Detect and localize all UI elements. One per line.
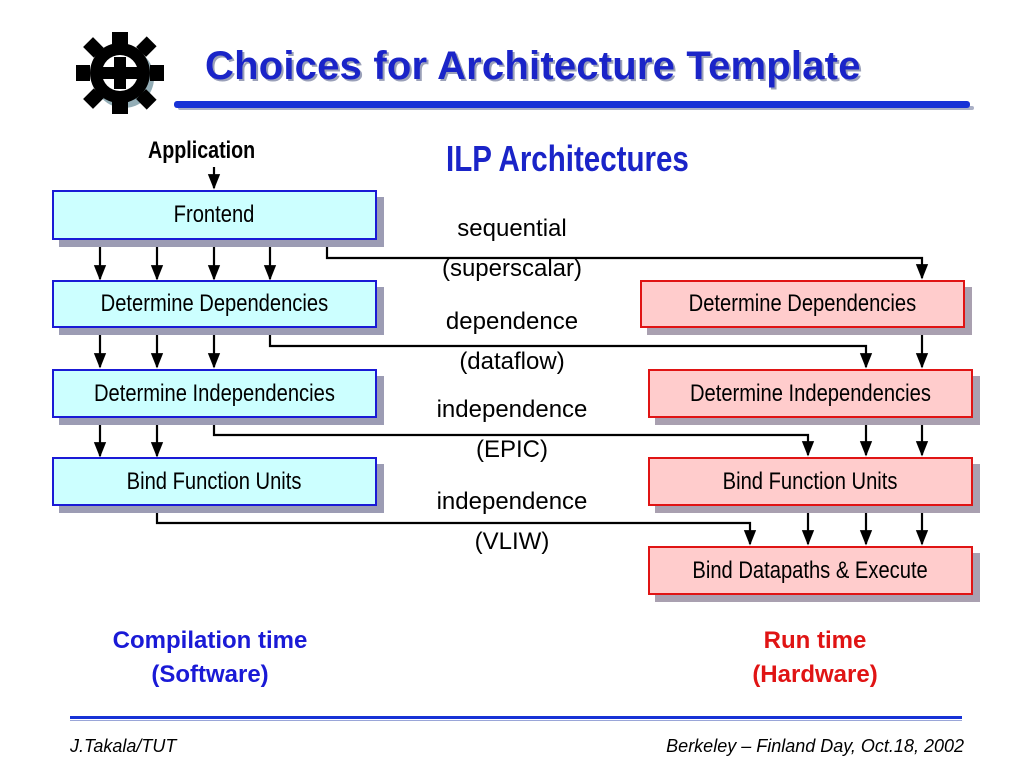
epic-path xyxy=(212,418,815,457)
gear-logo-icon xyxy=(76,32,164,114)
sw-stage-label: Frontend xyxy=(174,201,255,228)
run-caption-line2: (Hardware) xyxy=(752,661,878,688)
hw-stage-determine-dependencies: Determine Dependencies xyxy=(640,280,965,328)
compile-caption-line2: (Software) xyxy=(151,661,269,688)
title-rule xyxy=(174,101,970,108)
dependence-path xyxy=(268,328,873,369)
sw-stage-frontend: Frontend xyxy=(52,190,377,240)
hw-stage-bind-function-units: Bind Function Units xyxy=(648,457,973,506)
hw-stage-bind-datapaths-execute: Bind Datapaths & Execute xyxy=(648,546,973,595)
sw-stage-bind-function-units: Bind Function Units xyxy=(52,457,377,506)
arch-vliw-example: (VLIW) xyxy=(474,528,550,555)
hw-stage-determine-independencies: Determine Independencies xyxy=(648,369,973,418)
footer-author: J.Takala/TUT xyxy=(70,736,177,756)
compile-caption-line1: Compilation time xyxy=(112,627,308,654)
run-caption-line1: Run time xyxy=(763,627,867,654)
arch-sequential-name: sequential xyxy=(457,215,567,242)
hw-stage-label: Determine Independencies xyxy=(690,379,931,407)
title-rule-shadow xyxy=(178,106,974,110)
arch-epic-example: (EPIC) xyxy=(476,436,548,463)
hw-stage-label: Bind Function Units xyxy=(723,467,898,495)
vliw-path xyxy=(155,506,757,546)
sw-stage-label: Determine Independencies xyxy=(94,379,335,407)
hw-stage-label: Determine Dependencies xyxy=(688,290,917,317)
sw-stage-label: Bind Function Units xyxy=(127,467,302,495)
page-title: Choices for Architecture Template xyxy=(205,44,861,88)
run-time-caption: Run time (Hardware) xyxy=(665,624,965,692)
application-label: Application xyxy=(148,137,256,164)
arch-dependence-example: (dataflow) xyxy=(459,348,565,375)
sw-stage-label: Determine Dependencies xyxy=(100,290,329,317)
arch-sequential-example: (superscalar) xyxy=(441,255,583,282)
compile-time-caption: Compilation time (Software) xyxy=(60,624,360,692)
footer-rule xyxy=(70,716,962,719)
footer-rule-shadow xyxy=(70,720,962,721)
footer-event: Berkeley – Finland Day, Oct.18, 2002 xyxy=(666,736,964,756)
ilp-heading: ILP Architectures xyxy=(446,138,689,179)
sw-stage-determine-independencies: Determine Independencies xyxy=(52,369,377,418)
arch-epic-name: independence xyxy=(436,396,588,423)
hw-stage-label: Bind Datapaths & Execute xyxy=(692,556,929,584)
sw-stage-determine-dependencies: Determine Dependencies xyxy=(52,280,377,328)
arch-vliw-name: independence xyxy=(436,488,588,515)
arch-dependence-name: dependence xyxy=(445,308,579,335)
sequential-path xyxy=(325,240,929,280)
